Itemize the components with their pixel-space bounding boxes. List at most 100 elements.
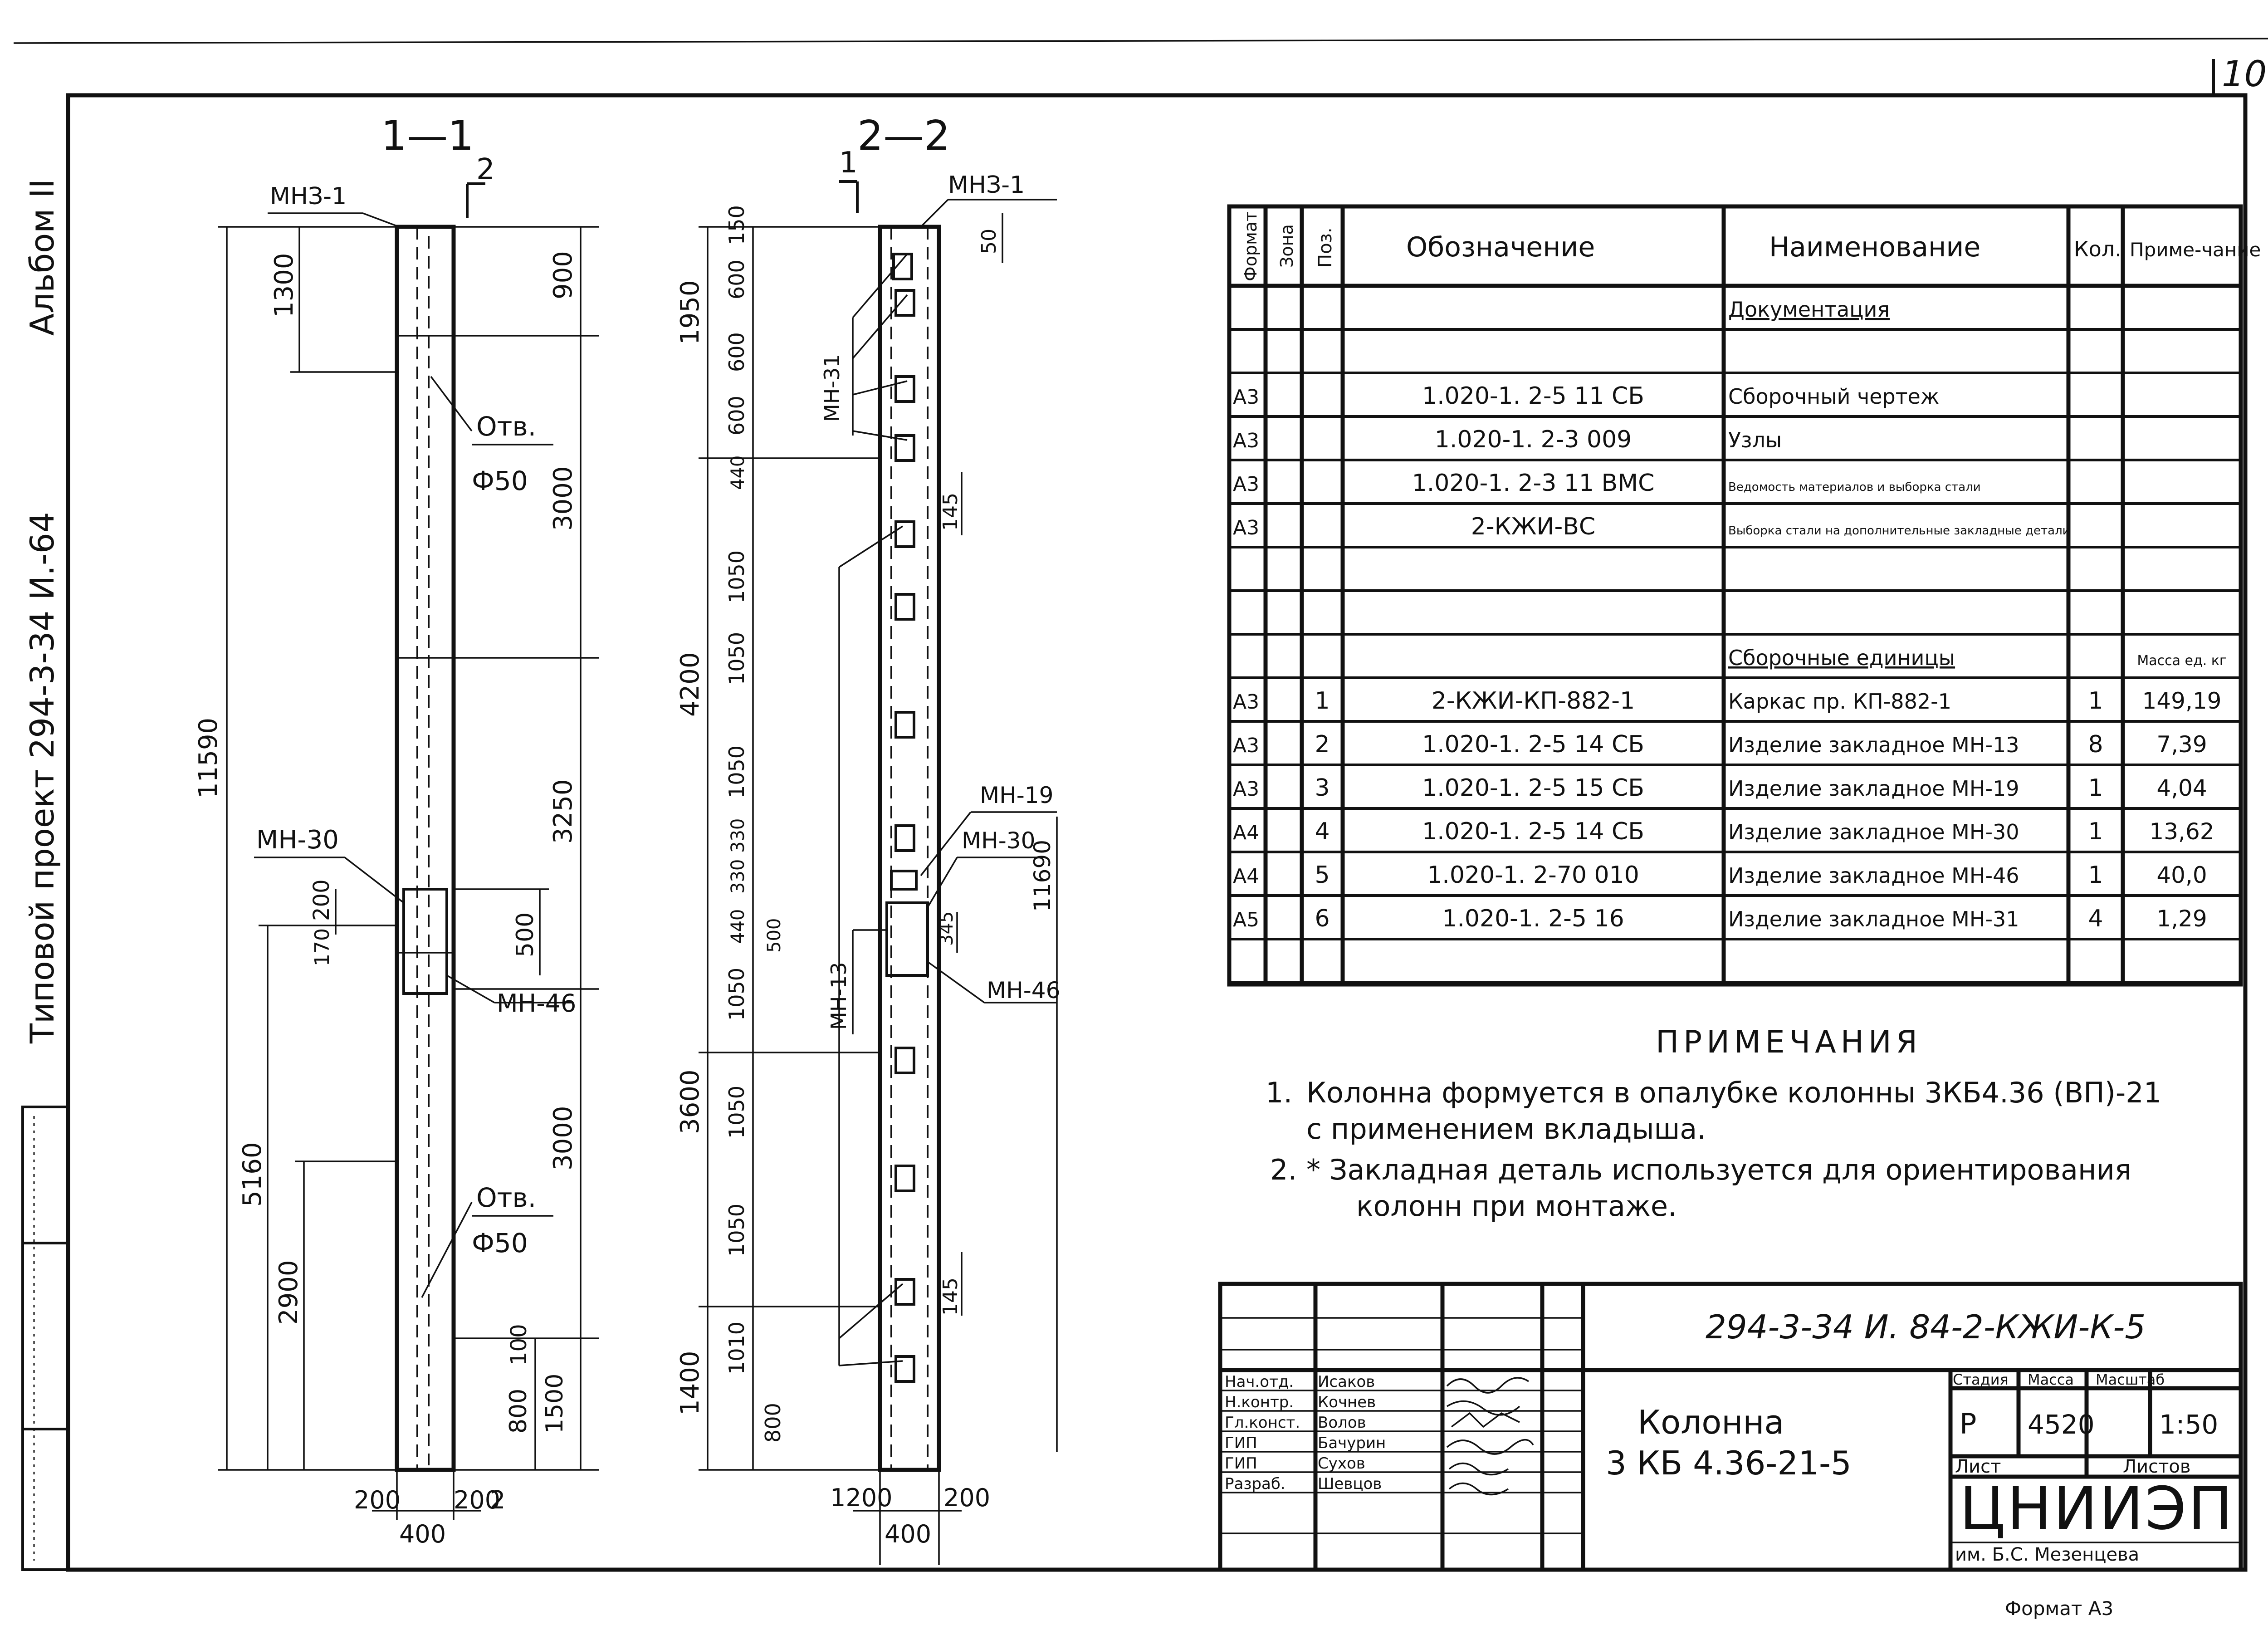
spec-cell-fmt: А3 xyxy=(1233,386,1259,409)
svg-text:1010: 1010 xyxy=(724,1322,749,1375)
hole-2-dia: Ф50 xyxy=(472,1228,528,1258)
hdr-zone: Зона xyxy=(1277,224,1297,268)
spec-cell-fmt: А4 xyxy=(1233,821,1259,844)
sheet-number-box: 10 xyxy=(2212,54,2267,95)
spec-cell-prim: 4,04 xyxy=(2156,775,2207,801)
spec-cell-oboz: 1.020-1. 2-3 11 ВМС xyxy=(1412,470,1655,497)
hole-1-dia: Ф50 xyxy=(472,465,528,496)
svg-text:440: 440 xyxy=(728,909,748,944)
label-mnz1-s1: МНЗ-1 xyxy=(270,183,347,210)
note-2-line-1: * Закладная деталь используется для орие… xyxy=(1306,1153,2131,1186)
spec-cell-kol: 8 xyxy=(2088,731,2103,758)
svg-text:600: 600 xyxy=(724,332,749,372)
label-mn30-s1: МН-30 xyxy=(256,825,339,855)
svg-text:1050: 1050 xyxy=(724,1086,749,1139)
spec-cell-fmt: А3 xyxy=(1233,429,1259,452)
staff-role-4: ГИП xyxy=(1225,1454,1257,1473)
staff-role-0: Нач.отд. xyxy=(1225,1373,1294,1391)
org-sub: им. Б.С. Мезенцева xyxy=(1955,1544,2139,1565)
spec-cell-kol: 4 xyxy=(2088,905,2103,932)
section-1-title: 1—1 xyxy=(381,112,474,160)
drawing-code: 294-3-34 И. 84-2-КЖИ-К-5 xyxy=(1706,1308,2146,1346)
section-2-2: 2—2 1 xyxy=(675,112,1060,1565)
stage-label: Стадия xyxy=(1953,1371,2009,1388)
label-mnz1-s2: МНЗ-1 xyxy=(948,171,1025,199)
spec-cell-oboz: 2-КЖИ-КП-882-1 xyxy=(1432,687,1635,715)
note-2-num: 2. xyxy=(1270,1153,1297,1186)
spec-cell-fmt: А3 xyxy=(1233,473,1259,496)
label-mn46-s2: МН-46 xyxy=(987,977,1060,1004)
column-body-2 xyxy=(878,225,941,1472)
item-name-1: Колонна xyxy=(1637,1403,1784,1441)
spec-cell-kol: 1 xyxy=(2088,818,2103,845)
dim-s1-cut2: 2 xyxy=(490,1486,505,1514)
hdr-format: Формат xyxy=(1241,211,1261,281)
sheet-number: 10 xyxy=(2222,54,2267,95)
staff-name-0: Исаков xyxy=(1318,1373,1375,1391)
dim-s1-170: 170 xyxy=(311,928,334,966)
spec-cell-oboz: 2-КЖИ-ВС xyxy=(1471,513,1595,540)
dim-s2-1950: 1950 xyxy=(675,280,705,345)
dim-s2-b400: 400 xyxy=(885,1520,931,1548)
mass-value: 4520 xyxy=(2028,1409,2095,1440)
spec-cell-oboz: 1.020-1. 2-5 11 СБ xyxy=(1422,382,1644,410)
dim-s1-100: 100 xyxy=(506,1324,532,1366)
spec-cell-naim: Изделие закладное МН-30 xyxy=(1728,820,2019,844)
title-block: 294-3-34 И. 84-2-КЖИ-К-5 Нач.отд. Исаков… xyxy=(1218,1282,2243,1620)
dim-s2-3600: 3600 xyxy=(675,1069,705,1134)
album-label: Альбом II xyxy=(23,179,61,336)
spec-cell-naim: Ведомость материалов и выборка стали xyxy=(1728,480,1981,494)
spec-cell-oboz: 1.020-1. 2-5 15 СБ xyxy=(1422,774,1644,802)
spec-cell-prim: 13,62 xyxy=(2149,818,2214,845)
spec-cell-fmt: А5 xyxy=(1233,908,1259,931)
staff-name-5: Шевцов xyxy=(1318,1475,1382,1493)
hdr-oboz: Обозначение xyxy=(1406,231,1595,263)
scan-top-line xyxy=(13,38,2268,44)
dim-s1-900: 900 xyxy=(548,251,578,299)
spec-cell-pos: 3 xyxy=(1315,774,1330,802)
spec-cell-oboz: 1.020-1. 2-5 14 СБ xyxy=(1422,731,1644,758)
spec-cell-naim: Узлы xyxy=(1728,428,1782,452)
left-margin: Альбом II Типовой проект 294-3-34 И.-64 xyxy=(21,179,69,1571)
spec-cell-oboz: 1.020-1. 2-3 009 xyxy=(1435,426,1632,453)
dim-s2-b200: 200 xyxy=(943,1483,990,1512)
spec-cell-naim: Каркас пр. КП-882-1 xyxy=(1728,689,1951,714)
svg-text:500: 500 xyxy=(764,918,785,953)
dim-s2-b1200: 1200 xyxy=(830,1483,892,1512)
spec-cell-pos: 1 xyxy=(1315,687,1330,715)
embedded-plates-2 xyxy=(885,253,929,1383)
dim-s2-11690: 11690 xyxy=(1029,840,1056,912)
scale-value: 1:50 xyxy=(2159,1409,2218,1440)
spec-cell-pos: 6 xyxy=(1315,905,1330,932)
staff-name-1: Кочнев xyxy=(1318,1393,1376,1411)
dim-s1-1300: 1300 xyxy=(269,253,299,318)
section-1-1: 1—1 2 МНЗ-1 Отв. Ф50 Отв. Ф50 МН-30 МН-4… xyxy=(194,112,599,1548)
staff-role-5: Разраб. xyxy=(1225,1475,1286,1493)
spec-cell-pos: 5 xyxy=(1315,862,1330,889)
sheet-frame xyxy=(66,93,2248,1572)
dim-s1-3250: 3250 xyxy=(548,779,578,844)
dim-s1-b400: 400 xyxy=(399,1520,446,1548)
notes-title: ПРИМЕЧАНИЯ xyxy=(1656,1024,1922,1060)
svg-text:1050: 1050 xyxy=(724,745,749,798)
staff-list: Нач.отд. Исаков Н.контр. Кочнев Гл.конст… xyxy=(1225,1373,1386,1493)
dim-s1-3000a: 3000 xyxy=(548,466,578,531)
svg-text:1050: 1050 xyxy=(724,1204,749,1257)
staff-role-3: ГИП xyxy=(1225,1434,1257,1452)
mass-label: Масса xyxy=(2028,1371,2074,1388)
dim-s1-800: 800 xyxy=(505,1389,532,1434)
note-2-line-2: колонн при монтаже. xyxy=(1356,1190,1677,1223)
label-mn31-s2: МН-31 xyxy=(820,354,844,422)
hdr-kol: Кол. xyxy=(2074,237,2121,261)
label-mn19-s2: МН-19 xyxy=(980,782,1053,808)
spec-cell-naim: Изделие закладное МН-46 xyxy=(1728,863,2019,888)
spec-cell-kol: 1 xyxy=(2088,687,2103,715)
spec-cell-naim: Документация xyxy=(1728,297,1890,322)
dim-s2-50: 50 xyxy=(978,229,1001,254)
spec-cell-oboz: 1.020-1. 2-5 16 xyxy=(1442,905,1624,932)
spec-cell-prim: 7,39 xyxy=(2156,731,2207,758)
item-name-2: 3 КБ 4.36-21-5 xyxy=(1606,1444,1852,1482)
note-1-line-2: с применением вкладыша. xyxy=(1306,1112,1706,1146)
staff-name-2: Волов xyxy=(1318,1414,1366,1432)
